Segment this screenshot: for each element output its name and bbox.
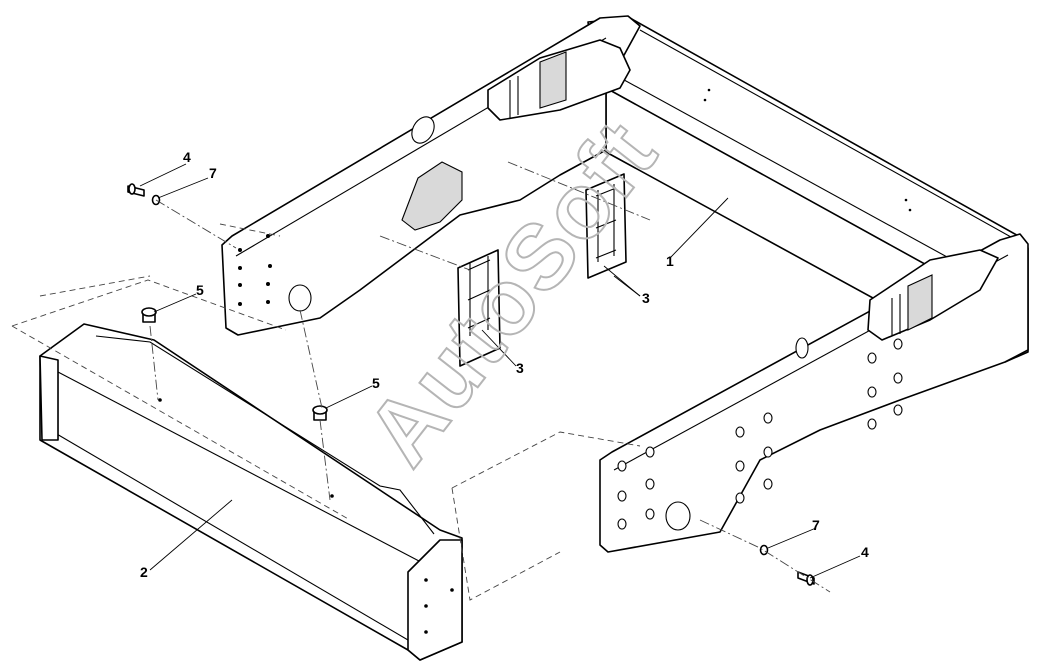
assembly-lines xyxy=(11,161,831,601)
callouts: 1 2 3 3 4 4 5 5 7 7 xyxy=(140,149,869,580)
bolt-part-4-left xyxy=(127,183,145,197)
callout-2: 2 xyxy=(140,564,148,580)
callout-7-left: 7 xyxy=(209,165,217,181)
washer-part-7-right xyxy=(759,544,769,556)
beam-part-2 xyxy=(39,323,463,661)
callout-4-left: 4 xyxy=(183,149,191,165)
callout-4-right: 4 xyxy=(861,544,869,560)
shim-part-3-rear xyxy=(585,173,627,279)
callout-5-left: 5 xyxy=(196,282,204,298)
callout-3-front: 3 xyxy=(516,360,524,376)
callout-3-rear: 3 xyxy=(642,290,650,306)
bolt-part-4-right xyxy=(797,571,815,586)
shim-part-3-front xyxy=(457,249,501,367)
leader-lines xyxy=(139,163,861,579)
frame-part-1 xyxy=(221,15,1029,553)
callout-1: 1 xyxy=(666,253,674,269)
bolt-part-5-left xyxy=(141,307,157,323)
bolt-part-5-right xyxy=(312,405,328,421)
callout-7-right: 7 xyxy=(812,517,820,533)
callout-5-right: 5 xyxy=(372,375,380,391)
